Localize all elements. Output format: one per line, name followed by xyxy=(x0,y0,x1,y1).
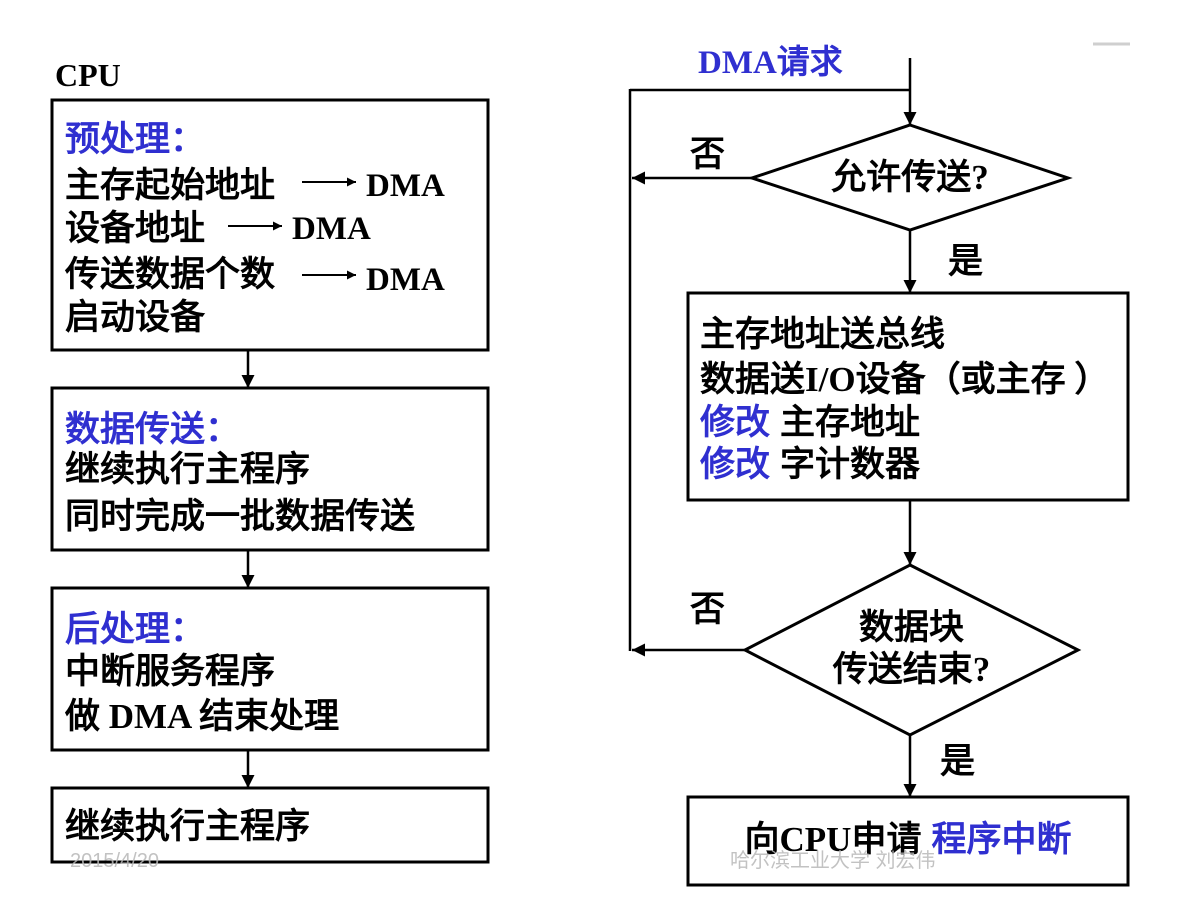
process-line-3: 修改主存地址 xyxy=(700,403,920,443)
allow-no-label: 否 xyxy=(690,135,726,174)
end-box-text: 向CPU申请程序中断 xyxy=(688,820,1128,860)
preprocess-line-3-target: DMA xyxy=(366,262,445,298)
footer-watermark: 哈尔滨工业大学 刘宏伟 xyxy=(730,850,936,872)
process-line-3-text: 主存地址 xyxy=(780,403,921,442)
box-end xyxy=(686,795,1130,887)
preprocess-line-2-target: DMA xyxy=(292,211,371,247)
preprocess-line-1: 主存起始地址 xyxy=(65,166,276,205)
box-preprocess xyxy=(50,98,490,352)
done-yes-label: 是 xyxy=(940,742,976,781)
postprocess-line-2: 做 DMA 结束处理 xyxy=(65,697,340,736)
preprocess-line-1-target: DMA xyxy=(366,168,445,204)
end-interrupt-text: 程序中断 xyxy=(931,820,1072,859)
allow-decision-text: 允许传送? xyxy=(831,158,989,197)
transfer-line-1: 继续执行主程序 xyxy=(65,450,311,489)
start-label: DMA请求 xyxy=(698,45,843,81)
end-request-text: 向CPU申请 xyxy=(744,820,922,859)
done-decision-line-2: 传送结束? xyxy=(832,650,991,689)
process-line-4-text: 字计数器 xyxy=(780,445,921,484)
process-line-2: 数据送I/O设备（或主存 ） xyxy=(700,360,1110,399)
resume-line-1: 继续执行主程序 xyxy=(65,807,311,846)
box-transfer xyxy=(50,386,490,552)
footer-date: 2015/4/20 xyxy=(70,850,159,872)
allow-yes-label: 是 xyxy=(948,242,984,281)
box-postprocess xyxy=(50,586,490,752)
box-resume xyxy=(50,786,490,864)
preprocess-title: 预处理： xyxy=(65,120,206,159)
transfer-title: 数据传送： xyxy=(65,410,241,449)
postprocess-title: 后处理： xyxy=(65,610,206,649)
process-line-4: 修改字计数器 xyxy=(700,445,920,485)
preprocess-line-4: 启动设备 xyxy=(65,298,206,337)
process-line-3-action: 修改 xyxy=(700,403,771,442)
transfer-line-2: 同时完成一批数据传送 xyxy=(65,497,416,536)
process-line-1: 主存地址送总线 xyxy=(700,315,946,354)
cpu-label: CPU xyxy=(55,57,121,93)
preprocess-line-2: 设备地址 xyxy=(65,209,206,248)
done-decision-line-1: 数据块 xyxy=(858,608,964,647)
done-no-label: 否 xyxy=(690,590,726,629)
box-process xyxy=(686,291,1130,502)
preprocess-line-3: 传送数据个数 xyxy=(65,255,276,294)
postprocess-line-1: 中断服务程序 xyxy=(65,652,276,691)
process-line-4-action: 修改 xyxy=(700,445,771,484)
